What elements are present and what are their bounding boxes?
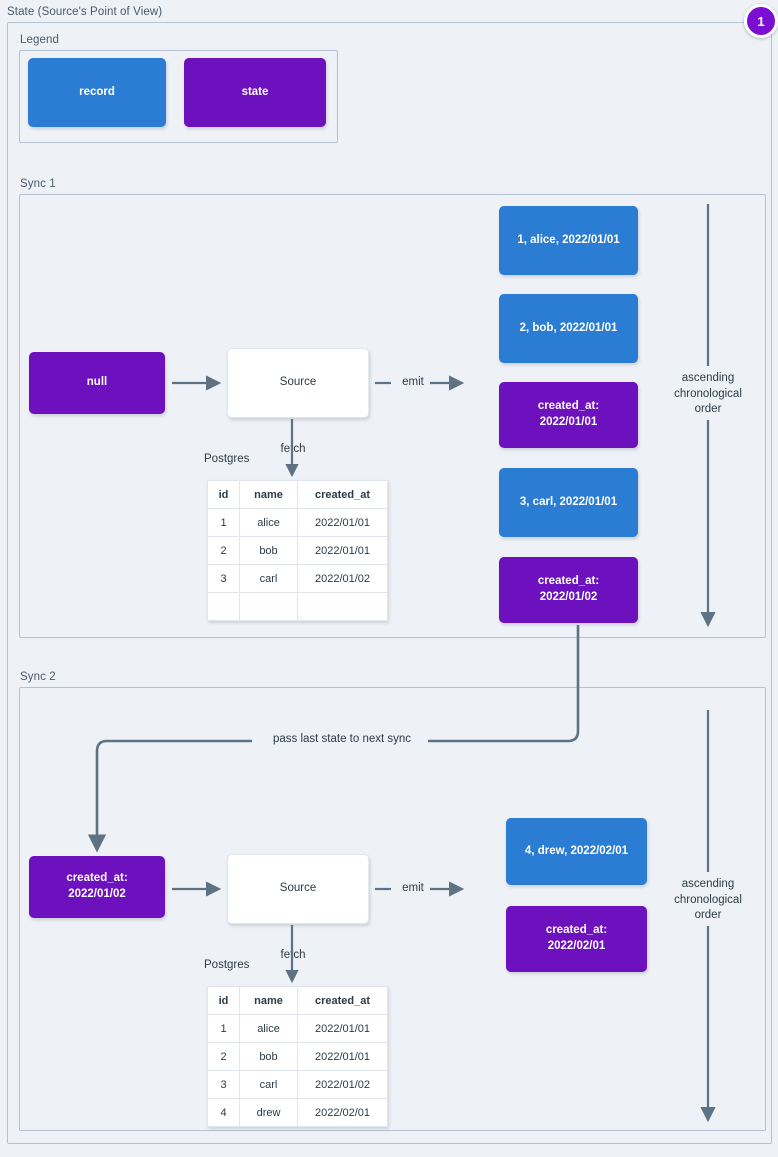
cell-id: 3: [207, 564, 240, 593]
sync1-frame: [19, 194, 766, 638]
legend-frame: [19, 50, 338, 143]
sync1-stream-item-0: 1, alice, 2022/01/01: [499, 206, 638, 275]
cell-id: 2: [207, 536, 240, 565]
cell-id: 4: [207, 1098, 240, 1127]
cell-created: 2022/01/02: [297, 1070, 388, 1099]
cell-id: 1: [207, 508, 240, 537]
table-row: 3 carl 2022/01/02: [207, 1070, 388, 1099]
cell-name: [239, 592, 298, 621]
sync1-input-state: null: [29, 352, 165, 414]
cell-created: 2022/01/01: [297, 508, 388, 537]
table-row: 3 carl 2022/01/02: [207, 564, 388, 593]
cell-name: carl: [239, 1070, 298, 1099]
cell-id: 2: [207, 1042, 240, 1071]
sync1-label: Sync 1: [20, 178, 56, 190]
cell-created: 2022/01/01: [297, 536, 388, 565]
sync1-db-label: Postgres: [204, 453, 250, 465]
sync2-source-node: Source: [227, 854, 369, 924]
sync2-stream-item-0: 4, drew, 2022/02/01: [506, 818, 647, 885]
sync1-stream-item-4: created_at: 2022/01/02: [499, 557, 638, 623]
cell-name: alice: [239, 508, 298, 537]
table-row: [207, 592, 388, 621]
page-title: State (Source's Point of View): [7, 6, 163, 18]
table-header-row: id name created_at: [207, 986, 388, 1015]
col-id: id: [207, 480, 240, 509]
legend-swatch-record: record: [28, 58, 166, 127]
col-name: name: [239, 986, 298, 1015]
cell-name: alice: [239, 1014, 298, 1043]
outer-frame: [7, 22, 772, 1144]
sync1-stream-item-3: 3, carl, 2022/01/01: [499, 468, 638, 537]
cell-created: 2022/01/01: [297, 1014, 388, 1043]
legend-swatch-state: state: [184, 58, 326, 127]
cell-id: 3: [207, 1070, 240, 1099]
col-created-at: created_at: [297, 986, 388, 1015]
sync1-fetch-label: fetch: [280, 443, 306, 455]
sync2-emit-label: emit: [402, 882, 424, 894]
sync1-emit-label: emit: [402, 376, 424, 388]
sync2-frame: [19, 687, 766, 1131]
cell-created: 2022/01/02: [297, 564, 388, 593]
cell-id: 1: [207, 1014, 240, 1043]
col-id: id: [207, 986, 240, 1015]
cell-created: 2022/01/01: [297, 1042, 388, 1071]
table-row: 1 alice 2022/01/01: [207, 508, 388, 537]
sync1-source-node: Source: [227, 348, 369, 418]
cell-name: drew: [239, 1098, 298, 1127]
cell-name: bob: [239, 536, 298, 565]
sync2-fetch-label: fetch: [280, 949, 306, 961]
col-created-at: created_at: [297, 480, 388, 509]
sync2-order-note: ascending chronological order: [674, 878, 742, 922]
cell-name: carl: [239, 564, 298, 593]
cell-id: [207, 592, 240, 621]
table-row: 1 alice 2022/01/01: [207, 1014, 388, 1043]
sync1-stream-item-1: 2, bob, 2022/01/01: [499, 294, 638, 363]
cell-name: bob: [239, 1042, 298, 1071]
legend-label: Legend: [20, 34, 59, 46]
cell-created: [297, 592, 388, 621]
sync2-label: Sync 2: [20, 671, 56, 683]
table-row: 4 drew 2022/02/01: [207, 1098, 388, 1127]
step-badge[interactable]: 1: [744, 4, 778, 38]
cell-created: 2022/02/01: [297, 1098, 388, 1127]
table-header-row: id name created_at: [207, 480, 388, 509]
sync2-stream-item-1: created_at: 2022/02/01: [506, 906, 647, 972]
col-name: name: [239, 480, 298, 509]
sync1-order-note: ascending chronological order: [674, 372, 742, 416]
table-row: 2 bob 2022/01/01: [207, 536, 388, 565]
sync1-postgres-table: id name created_at 1 alice 2022/01/01 2 …: [207, 480, 388, 621]
sync2-input-state: created_at: 2022/01/02: [29, 856, 165, 918]
pass-state-label: pass last state to next sync: [255, 732, 429, 748]
table-row: 2 bob 2022/01/01: [207, 1042, 388, 1071]
sync2-db-label: Postgres: [204, 959, 250, 971]
sync1-stream-item-2: created_at: 2022/01/01: [499, 382, 638, 448]
sync2-postgres-table: id name created_at 1 alice 2022/01/01 2 …: [207, 986, 388, 1127]
